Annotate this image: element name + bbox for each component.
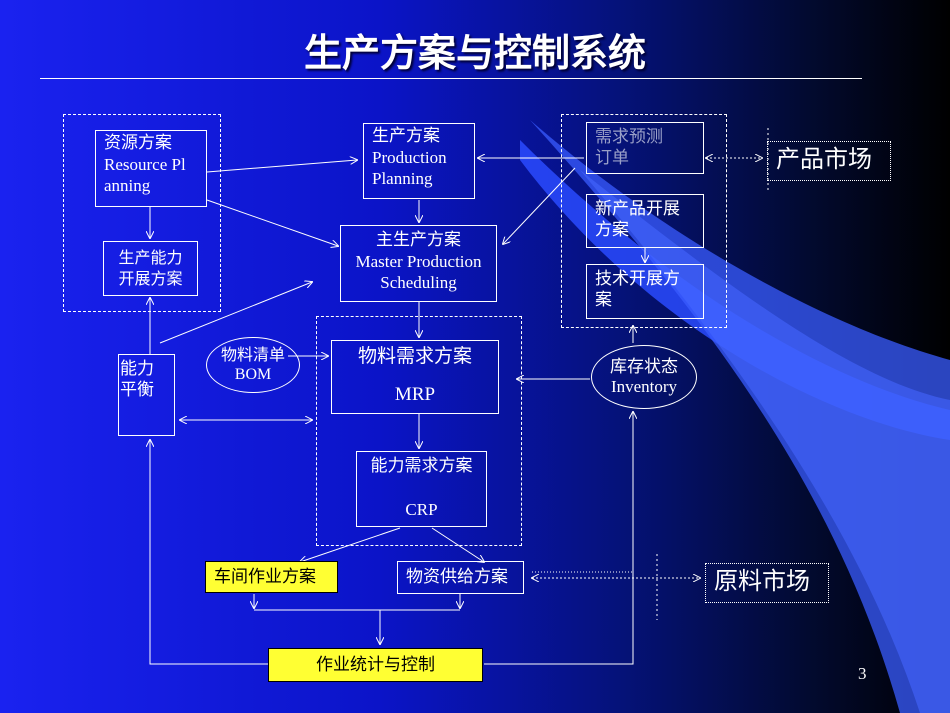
inventory-label-en: Inventory xyxy=(610,377,678,396)
resource-group xyxy=(63,114,221,312)
supply-plan-label: 物资供给方案 xyxy=(406,567,508,587)
supply-plan-box: 物资供给方案 xyxy=(397,561,524,594)
workshop-plan-label: 车间作业方案 xyxy=(214,567,316,587)
bom-label-cn: 物料清单 xyxy=(220,345,285,364)
mps-label-cn: 主生产方案 xyxy=(376,230,461,250)
mps-label-en1: Master Production xyxy=(355,252,482,271)
crp-label-cn: 能力需求方案 xyxy=(370,456,473,476)
tech-dev-line1: 技术开展方 xyxy=(595,269,680,289)
product-market-label: 产品市场 xyxy=(776,145,872,173)
capacity-dev-line1: 生产能力 xyxy=(118,248,183,267)
stats-control-box: 作业统计与控制 xyxy=(268,648,483,682)
raw-market-label: 原料市场 xyxy=(714,567,810,595)
mps-label-en2: Scheduling xyxy=(380,273,457,292)
mrp-label-en: MRP xyxy=(394,384,436,405)
page-number: 3 xyxy=(858,664,867,683)
title-divider xyxy=(40,78,862,79)
new-product-line1: 新产品开展 xyxy=(595,199,680,219)
capacity-dev-line2: 开展方案 xyxy=(118,269,183,288)
new-product-box: 新产品开展 方案 xyxy=(586,194,704,248)
market-group xyxy=(561,114,727,328)
resource-plan-label-en2: anning xyxy=(104,176,151,195)
inventory-label-cn: 库存状态 xyxy=(610,357,678,377)
bom-ellipse: 物料清单 BOM xyxy=(206,337,300,393)
tech-dev-line2: 案 xyxy=(595,290,612,310)
production-plan-label-cn: 生产方案 xyxy=(372,126,440,146)
mps-box: 主生产方案 Master Production Scheduling xyxy=(340,225,497,302)
capacity-dev-box: 生产能力 开展方案 xyxy=(103,241,198,296)
mrp-label-cn: 物料需求方案 xyxy=(357,345,472,367)
demand-forecast-box: 需求预测 订单 xyxy=(586,122,704,174)
bom-label-en: BOM xyxy=(234,366,272,383)
page-title: 生产方案与控制系统 xyxy=(303,31,646,75)
mrp-box: 物料需求方案 MRP xyxy=(331,340,499,414)
production-plan-label-en1: Production xyxy=(372,148,447,167)
crp-box: 能力需求方案 CRP xyxy=(356,451,487,527)
raw-market-box: 原料市场 xyxy=(705,563,829,603)
inventory-ellipse: 库存状态 Inventory xyxy=(591,345,697,409)
tech-dev-box: 技术开展方 案 xyxy=(586,264,704,319)
capacity-balance-line1: 能力 xyxy=(120,359,154,379)
capacity-balance-line2: 平衡 xyxy=(120,380,154,400)
resource-plan-label-cn: 资源方案 xyxy=(104,133,172,153)
stats-control-label: 作业统计与控制 xyxy=(316,655,435,675)
demand-forecast-line2: 订单 xyxy=(595,148,629,168)
decorative-wave xyxy=(520,120,950,713)
resource-plan-label-en1: Resource Pl xyxy=(104,155,186,174)
product-market-box: 产品市场 xyxy=(767,141,891,181)
production-plan-label-en2: Planning xyxy=(372,169,433,188)
new-product-line2: 方案 xyxy=(595,220,629,240)
resource-plan-box: 资源方案 Resource Pl anning xyxy=(95,130,207,207)
demand-forecast-line1: 需求预测 xyxy=(595,127,663,147)
crp-label-en: CRP xyxy=(405,500,438,519)
workshop-plan-box: 车间作业方案 xyxy=(205,561,338,593)
production-plan-box: 生产方案 Production Planning xyxy=(363,123,475,199)
capacity-balance-box: 能力 平衡 xyxy=(118,354,175,436)
